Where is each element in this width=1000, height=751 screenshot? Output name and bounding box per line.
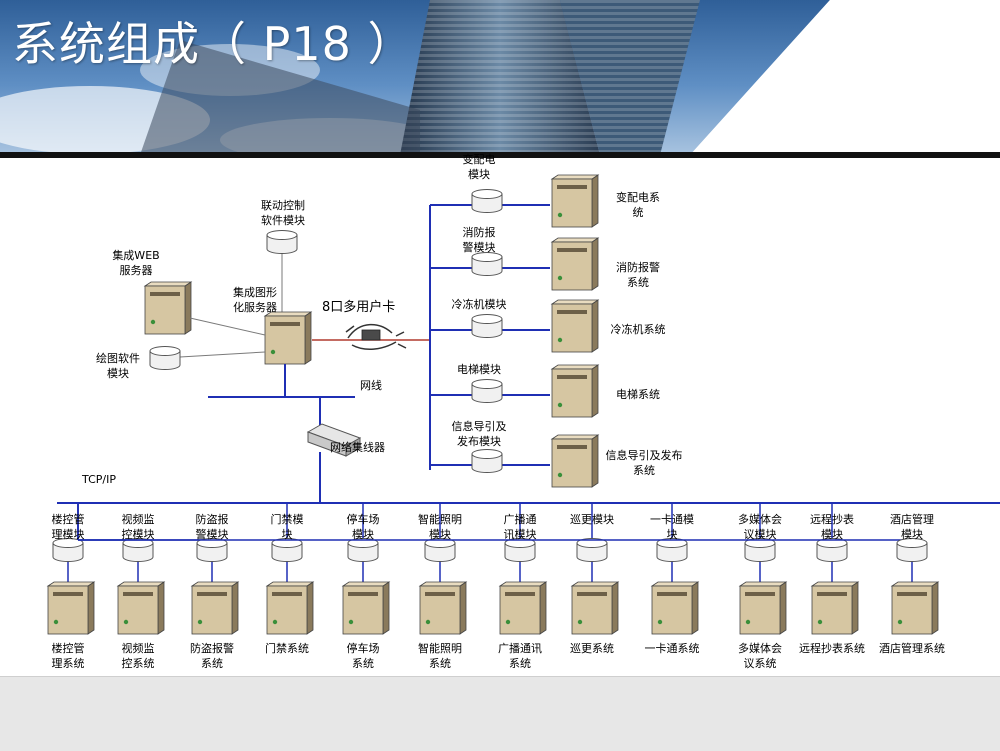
- bottom-system-server-icon: [265, 581, 315, 635]
- right-module-icon: [471, 252, 503, 276]
- bottom-system-server-icon: [498, 581, 548, 635]
- page-title: 系统组成（ P18 ）: [12, 17, 415, 71]
- right-module-icon: [471, 314, 503, 338]
- network-line-label: 网线: [360, 379, 382, 392]
- right-system-server-icon: [550, 174, 600, 228]
- right-module-icon: [471, 449, 503, 473]
- bottom-system-label: 广播通讯 系统: [498, 642, 542, 670]
- bottom-system-server-icon: [738, 581, 788, 635]
- bottom-system-label: 楼控管 理系统: [51, 642, 85, 670]
- right-module-label: 消防报 警模块: [462, 226, 496, 254]
- bottom-module-label: 防盗报 警模块: [195, 513, 229, 541]
- bottom-module-icon: [576, 538, 608, 562]
- right-system-label: 电梯系统: [616, 388, 660, 401]
- web-server-label: 集成WEB 服务器: [112, 249, 160, 277]
- linkage-module-label: 联动控制 软件模块: [261, 199, 305, 227]
- footer-band: [0, 676, 1000, 751]
- bottom-module-label: 一卡通模 块: [650, 513, 694, 541]
- bottom-system-server-icon: [810, 581, 860, 635]
- hub-side-icon: [345, 437, 361, 457]
- bottom-system-server-icon: [190, 581, 240, 635]
- bottom-module-label: 楼控管 理模块: [51, 513, 85, 541]
- bottom-module-label: 巡更模块: [570, 513, 614, 526]
- bottom-system-server-icon: [650, 581, 700, 635]
- bottom-module-label: 门禁模 块: [270, 513, 304, 541]
- right-system-server-icon: [550, 434, 600, 488]
- right-system-label: 变配电系 统: [616, 191, 660, 219]
- web-server-icon: [143, 281, 193, 335]
- bottom-module-icon: [896, 538, 928, 562]
- bottom-system-server-icon: [890, 581, 940, 635]
- bottom-module-label: 多媒体会 议模块: [738, 513, 782, 541]
- right-module-label: 电梯模块: [457, 363, 501, 376]
- right-system-label: 消防报警 系统: [616, 261, 660, 289]
- bottom-system-label: 门禁系统: [265, 642, 309, 655]
- right-module-icon: [471, 189, 503, 213]
- right-system-server-icon: [550, 237, 600, 291]
- web-server-link: [189, 317, 266, 336]
- header-banner: 系统组成（ P18 ）: [0, 0, 1000, 160]
- bottom-system-label: 防盗报警 系统: [190, 642, 234, 670]
- bottom-module-label: 广播通 讯模块: [503, 513, 537, 541]
- right-module-icon: [471, 379, 503, 403]
- bottom-system-label: 远程抄表系统: [799, 642, 865, 655]
- bottom-system-server-icon: [116, 581, 166, 635]
- bottom-system-label: 一卡通系统: [644, 642, 700, 655]
- bottom-module-icon: [52, 538, 84, 562]
- bottom-module-label: 远程抄表 模块: [810, 513, 854, 541]
- drawing-module-label: 绘图软件 模块: [96, 352, 140, 380]
- banner-graphic: [0, 0, 1000, 160]
- bottom-module-label: 酒店管理 模块: [890, 513, 934, 541]
- right-system-label: 冷冻机系统: [610, 323, 666, 336]
- bottom-module-label: 智能照明 模块: [418, 513, 462, 541]
- bottom-system-label: 巡更系统: [570, 642, 614, 655]
- graphic-server-label: 集成图形 化服务器: [233, 286, 277, 314]
- right-system-label: 信息导引及发布 系统: [605, 449, 683, 477]
- right-system-server-icon: [550, 299, 600, 353]
- linkage-module-icon: [266, 230, 298, 254]
- right-module-label: 变配电 模块: [462, 153, 496, 181]
- bottom-system-server-icon: [418, 581, 468, 635]
- multiuser-card-icon: [345, 323, 407, 350]
- right-module-label: 冷冻机模块: [451, 298, 507, 311]
- bottom-system-server-icon: [341, 581, 391, 635]
- bottom-system-server-icon: [570, 581, 620, 635]
- bottom-module-label: 停车场 模块: [346, 513, 380, 541]
- card-board-icon: [361, 329, 381, 341]
- tcpip-label: TCP/IP: [82, 473, 116, 486]
- right-system-server-icon: [550, 364, 600, 418]
- hub-label: 网络集线器: [330, 441, 385, 454]
- bottom-system-label: 智能照明 系统: [418, 642, 462, 670]
- bottom-system-server-icon: [46, 581, 96, 635]
- bottom-module-label: 视频监 控模块: [121, 513, 155, 541]
- bottom-system-label: 多媒体会 议系统: [738, 642, 782, 670]
- drawing-module-link: [179, 351, 266, 358]
- bottom-system-label: 酒店管理系统: [879, 642, 945, 655]
- bottom-system-label: 停车场 系统: [346, 642, 380, 670]
- graphic-server-icon: [263, 311, 313, 365]
- bottom-system-label: 视频监 控系统: [121, 642, 155, 670]
- drawing-module-icon: [149, 346, 181, 370]
- card-label: 8口多用户卡: [322, 300, 396, 315]
- right-module-label: 信息导引及 发布模块: [451, 420, 507, 448]
